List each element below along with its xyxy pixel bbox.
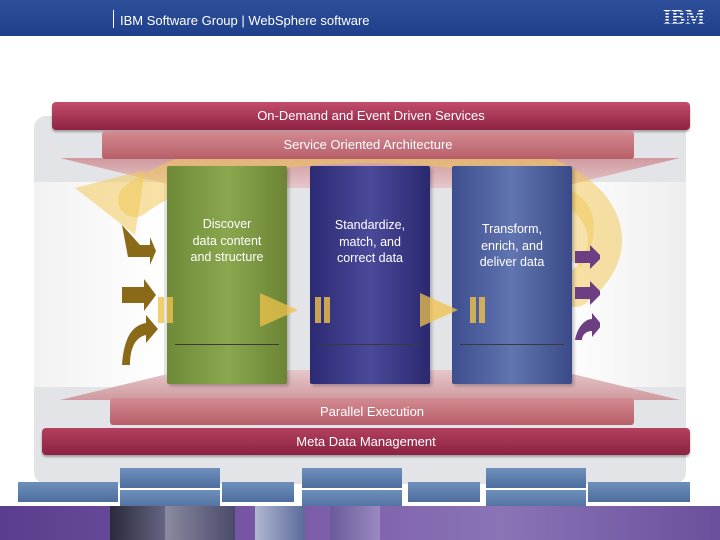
footer-photo	[330, 506, 380, 540]
on-demand-services-bar: On-Demand and Event Driven Services	[52, 102, 690, 130]
meta-data-management-label: Meta Data Management	[296, 434, 436, 449]
footer-tile	[120, 490, 220, 510]
discover-divider	[175, 344, 279, 345]
footer-photo	[165, 506, 235, 540]
footer-photo	[110, 506, 170, 540]
footer-tile	[588, 482, 690, 502]
footer-tile	[302, 490, 402, 510]
ibm-logo-text: IBM	[663, 7, 705, 27]
on-demand-services-label: On-Demand and Event Driven Services	[257, 108, 485, 123]
soa-bar: Service Oriented Architecture	[102, 131, 634, 159]
discover-text: Discover data content and structure	[190, 217, 264, 264]
right-side-band	[556, 182, 686, 387]
footer-tile	[486, 468, 586, 488]
header-bar	[0, 0, 720, 36]
ibm-logo: IBM	[663, 7, 705, 27]
standardize-text: Standardize, match, and correct data	[334, 218, 406, 265]
parallel-execution-label: Parallel Execution	[319, 404, 425, 419]
left-side-band	[34, 182, 164, 387]
footer-tile	[18, 482, 118, 502]
soa-label: Service Oriented Architecture	[283, 137, 453, 152]
transform-text: Transform, enrich, and deliver data	[479, 222, 545, 269]
header-title: IBM Software Group | WebSphere software	[120, 13, 370, 28]
transform-divider	[460, 344, 564, 345]
footer-tile	[408, 482, 480, 502]
header-divider	[113, 10, 114, 28]
footer-tile	[120, 468, 220, 488]
standardize-column: Standardize, match, and correct data	[310, 166, 430, 384]
footer-tile	[302, 468, 402, 488]
footer-tile	[486, 490, 586, 510]
transform-column: Transform, enrich, and deliver data	[452, 166, 572, 384]
discover-column: Discover data content and structure	[167, 166, 287, 384]
standardize-divider	[318, 344, 422, 345]
footer-tile	[222, 482, 294, 502]
meta-data-management-bar: Meta Data Management	[42, 428, 690, 455]
parallel-execution-bar: Parallel Execution	[110, 398, 634, 425]
footer-photo	[255, 506, 305, 540]
